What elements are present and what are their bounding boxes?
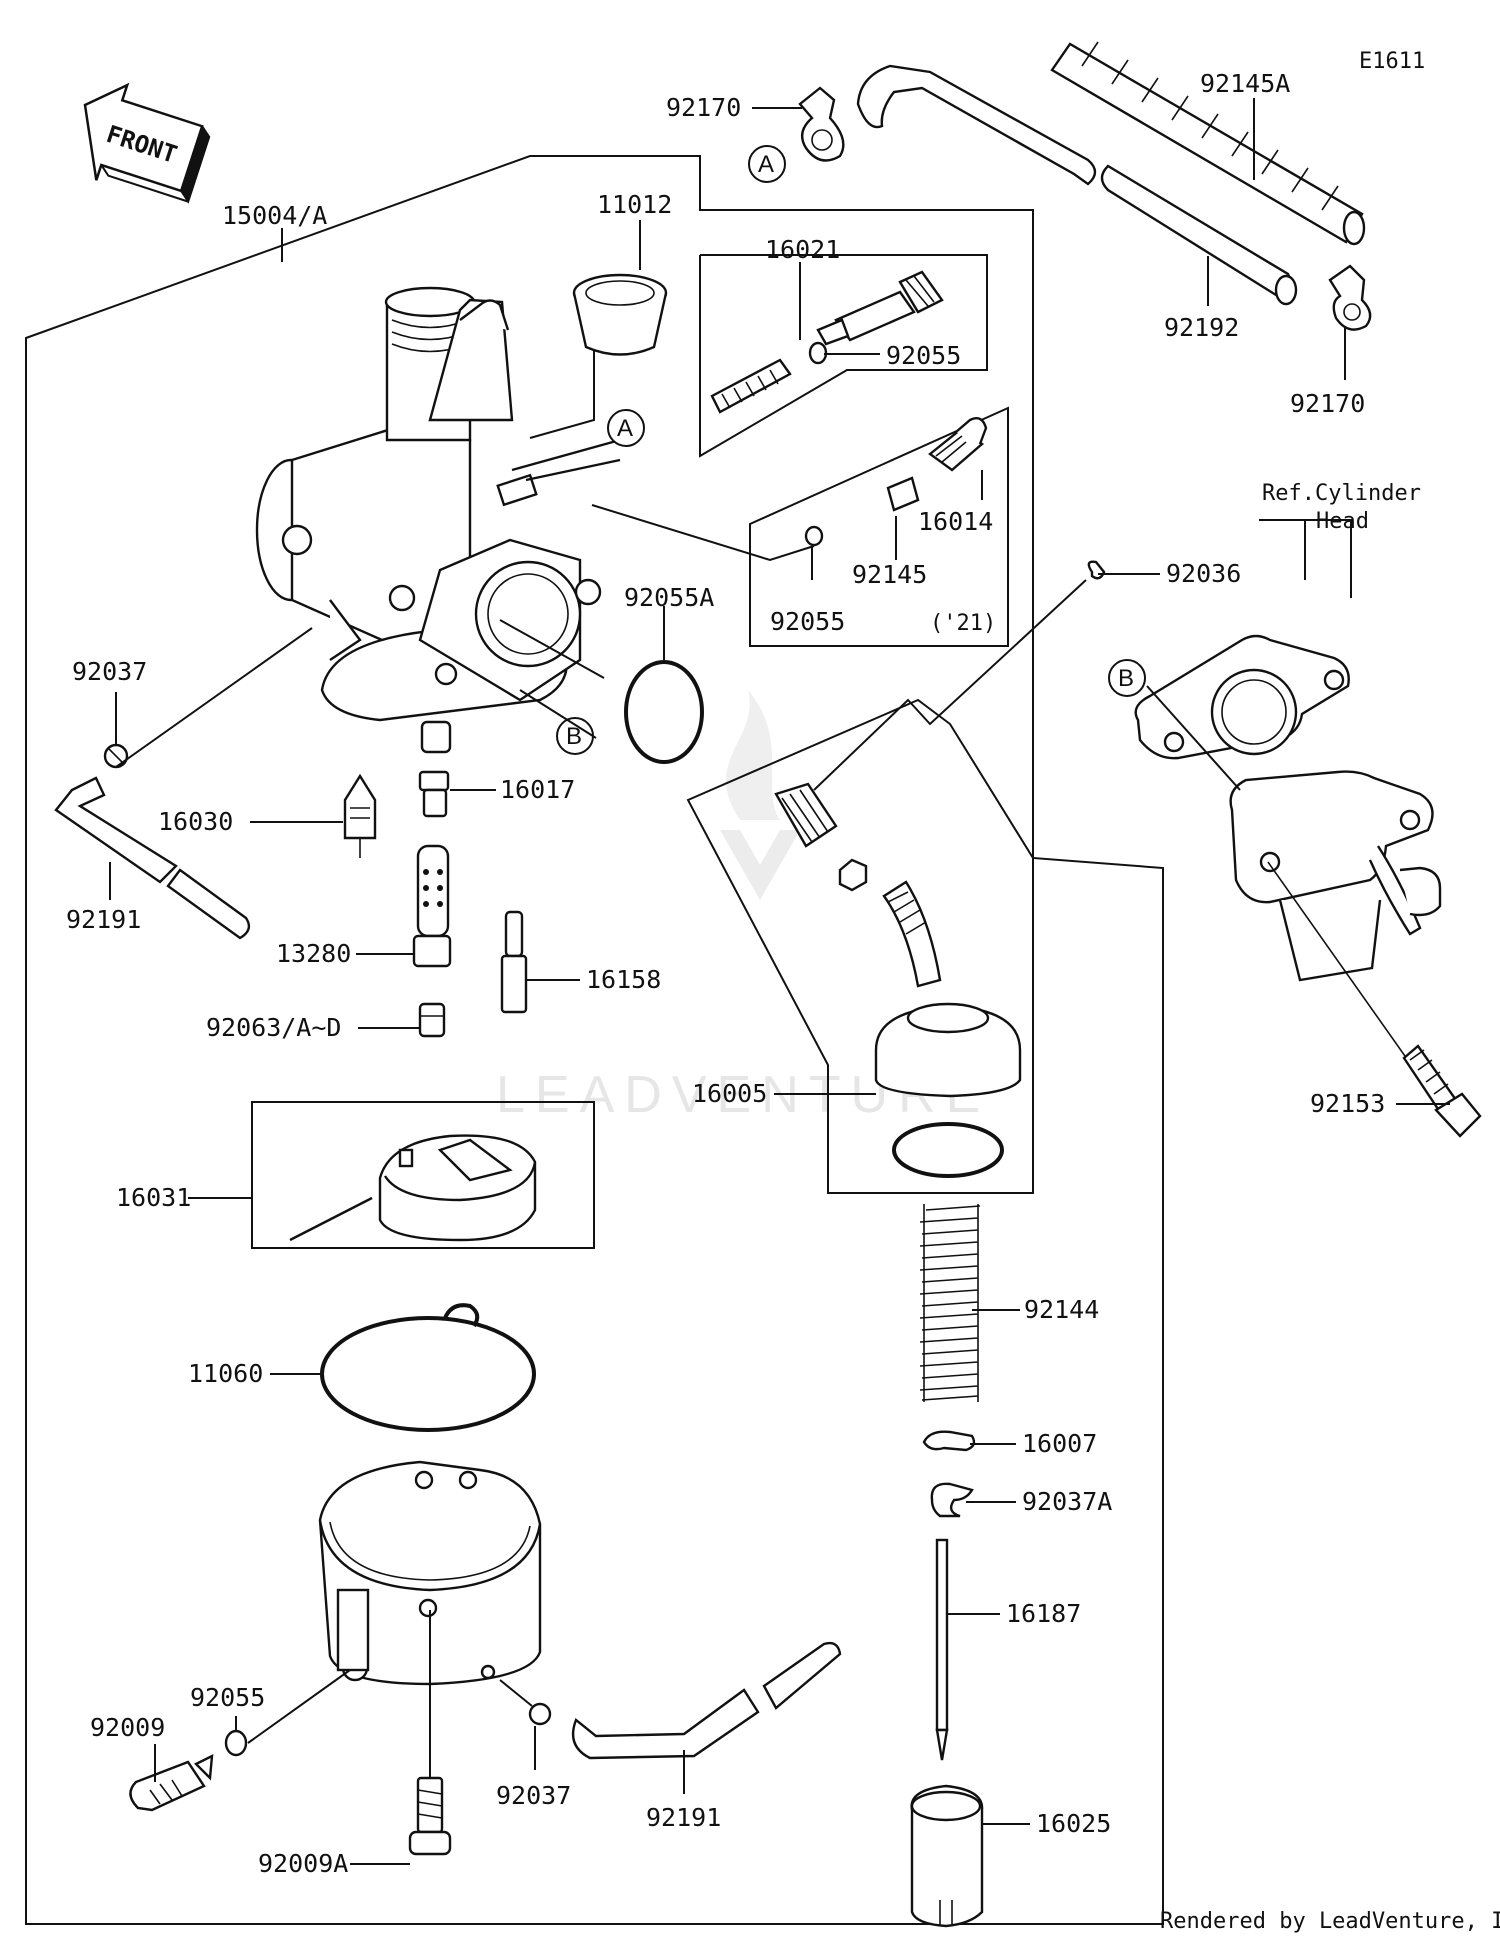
label-16031: 16031 bbox=[116, 1183, 191, 1212]
slow-jet-16158 bbox=[500, 910, 528, 1014]
label-92055-kit: 92055 bbox=[886, 341, 961, 370]
label-92055A: 92055A bbox=[624, 583, 714, 612]
label-92037-top: 92037 bbox=[72, 657, 147, 686]
o-ring-92055A bbox=[624, 660, 704, 764]
label-92037-bottom: 92037 bbox=[496, 1781, 571, 1810]
callout-B-body: B bbox=[556, 717, 594, 755]
label-92192: 92192 bbox=[1164, 313, 1239, 342]
reference-line1: Ref.Cylinder bbox=[1262, 481, 1421, 506]
label-year-note: ('21) bbox=[930, 611, 996, 636]
carburetor-body bbox=[255, 286, 621, 754]
label-16025: 16025 bbox=[1036, 1809, 1111, 1838]
label-92145: 92145 bbox=[852, 560, 927, 589]
clip-92037-bottom bbox=[528, 1702, 552, 1726]
callout-A-body: A bbox=[607, 409, 645, 447]
label-92144: 92144 bbox=[1024, 1295, 1099, 1324]
label-92170-top: 92170 bbox=[666, 93, 741, 122]
hose-92191-bottom bbox=[571, 1641, 842, 1760]
label-16014: 16014 bbox=[918, 507, 993, 536]
svg-text:B: B bbox=[566, 723, 582, 750]
clip-92037-top bbox=[103, 743, 129, 769]
svg-text:B: B bbox=[1118, 665, 1134, 692]
diagram-code: E1611 bbox=[1359, 49, 1425, 74]
throttle-valve-16025 bbox=[910, 1784, 984, 1928]
label-11012: 11012 bbox=[597, 190, 672, 219]
label-13280: 13280 bbox=[276, 939, 351, 968]
label-16187: 16187 bbox=[1006, 1599, 1081, 1628]
float-bowl bbox=[318, 1460, 542, 1686]
label-92191-left: 92191 bbox=[66, 905, 141, 934]
o-ring-92055-small bbox=[804, 525, 824, 547]
label-92145A: 92145A bbox=[1200, 69, 1290, 98]
label-16017: 16017 bbox=[500, 775, 575, 804]
screw-92009A bbox=[408, 1776, 452, 1856]
label-92036: 92036 bbox=[1166, 559, 1241, 588]
label-92191-bottom: 92191 bbox=[646, 1803, 721, 1832]
label-16007: 16007 bbox=[1022, 1429, 1097, 1458]
hose-92192 bbox=[1100, 164, 1298, 306]
jet-needle-16187 bbox=[935, 1538, 949, 1761]
label-16005: 16005 bbox=[692, 1079, 767, 1108]
pilot-screw-16021 bbox=[710, 270, 944, 414]
clip-16007 bbox=[922, 1430, 976, 1452]
main-jet-92063 bbox=[418, 1002, 446, 1038]
cap-11012 bbox=[572, 273, 668, 356]
choke-assembly-box bbox=[686, 698, 1034, 1194]
label-16021: 16021 bbox=[765, 235, 840, 264]
e-clip-92037A bbox=[930, 1482, 974, 1518]
label-15004A: 15004/A bbox=[222, 201, 327, 230]
callout-B-manifold: B bbox=[1108, 659, 1146, 697]
intake-manifold bbox=[1134, 634, 1442, 1101]
pilot-screw-kit-box bbox=[699, 254, 988, 458]
label-11060: 11060 bbox=[188, 1359, 263, 1388]
drain-screw-92009 bbox=[129, 1753, 214, 1812]
bolt-92153 bbox=[1402, 1044, 1482, 1138]
clip-92036 bbox=[1087, 560, 1106, 580]
float-assembly-box bbox=[251, 1101, 595, 1249]
part-labels: 15004/A 11012 16021 92055 16014 92145 92… bbox=[66, 69, 1421, 1878]
label-92037A: 92037A bbox=[1022, 1487, 1112, 1516]
credit-text: Rendered by LeadVenture, Inc. bbox=[1160, 1909, 1500, 1934]
jet-16017 bbox=[418, 770, 450, 818]
svg-text:A: A bbox=[758, 151, 774, 178]
label-92009A: 92009A bbox=[258, 1849, 348, 1878]
clip-92170-top bbox=[798, 86, 845, 162]
spring-92145 bbox=[886, 476, 920, 512]
gasket-11060 bbox=[320, 1316, 536, 1432]
label-16158: 16158 bbox=[586, 965, 661, 994]
label-92153: 92153 bbox=[1310, 1089, 1385, 1118]
float-valve-16030 bbox=[343, 773, 377, 858]
spring-92144 bbox=[919, 1204, 981, 1402]
choke-assembly-16005 bbox=[774, 782, 1022, 1178]
label-16030: 16030 bbox=[158, 807, 233, 836]
idle-adjust-kit-box bbox=[749, 406, 1009, 647]
spring-92145A bbox=[1050, 41, 1366, 246]
leader-lines bbox=[109, 98, 1450, 1865]
label-92055-small: 92055 bbox=[770, 607, 845, 636]
reference-line2: Head bbox=[1316, 509, 1369, 534]
callout-A-top: A bbox=[748, 145, 786, 183]
label-92063: 92063/A~D bbox=[206, 1013, 341, 1042]
label-92009: 92009 bbox=[90, 1713, 165, 1742]
o-ring-92055-bottom bbox=[224, 1729, 248, 1757]
front-arrow: FRONT bbox=[83, 82, 211, 204]
hose-upper bbox=[856, 64, 1097, 186]
needle-jet-13280 bbox=[412, 844, 452, 968]
screw-16014 bbox=[928, 417, 988, 472]
carburetor-assembly-outline bbox=[25, 155, 1164, 1925]
svg-text:A: A bbox=[617, 415, 633, 442]
hose-92191-left bbox=[54, 776, 251, 940]
clip-92170-right bbox=[1328, 264, 1372, 331]
float-16031 bbox=[289, 1134, 537, 1242]
label-92170-right: 92170 bbox=[1290, 389, 1365, 418]
label-92055-bottom: 92055 bbox=[190, 1683, 265, 1712]
